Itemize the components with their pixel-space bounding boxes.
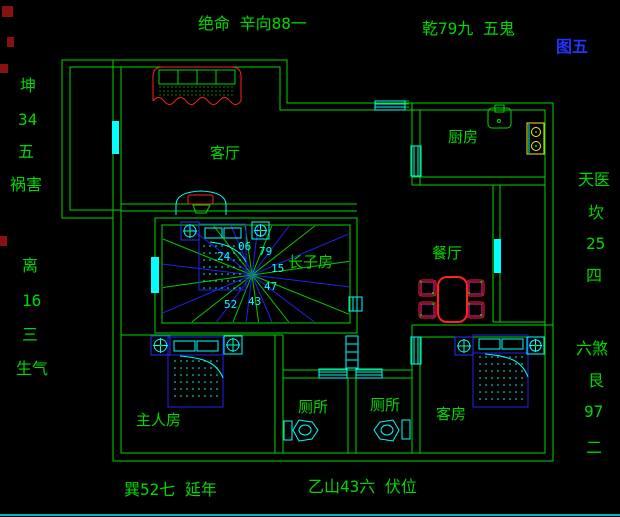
bed-eldest-dots xyxy=(203,245,241,289)
annotation-left-five: 五 xyxy=(18,142,35,161)
ceiling-fan-icon xyxy=(223,335,243,355)
inner-wall xyxy=(69,66,546,454)
outer-wall xyxy=(61,59,554,462)
compass-number: 06 xyxy=(238,240,252,253)
annotation-right-kan: 坎 xyxy=(588,203,605,222)
window-hall-top xyxy=(374,100,406,111)
ceiling-fan-icon xyxy=(150,335,171,356)
annotation-left-34: 34 xyxy=(18,110,38,129)
window-living-west xyxy=(112,121,119,154)
window-guest-west xyxy=(410,336,422,365)
kitchen-bottom-wall xyxy=(412,176,545,186)
edge-artifacts xyxy=(0,6,14,246)
compass-number: 52 xyxy=(224,298,238,311)
annotation-right-two: 二 xyxy=(586,438,603,457)
annotation-left-li: 离 xyxy=(22,256,39,275)
annotation-right-liusha: 六煞 xyxy=(576,339,609,358)
compass-number: 24 xyxy=(217,250,231,263)
annotation-left-huohai: 祸害 xyxy=(10,175,43,194)
window-stair-room-west xyxy=(151,257,159,293)
kitchen-left-wall xyxy=(411,103,421,185)
ceiling-fan-icon xyxy=(180,221,200,241)
ceiling-fan-icon xyxy=(526,336,545,355)
window-kitchen-west xyxy=(410,145,422,177)
bed-master xyxy=(167,336,224,408)
dining-table-set xyxy=(418,276,485,323)
toilet-icon xyxy=(283,419,319,442)
annotation-left-kun: 坤 xyxy=(20,76,37,95)
compass-number: 43 xyxy=(248,295,262,308)
annotation-right-four: 四 xyxy=(586,266,603,285)
annotation-left-shengqi: 生气 xyxy=(16,359,49,378)
room-label-eldest-son: 长子房 xyxy=(288,253,334,271)
ceiling-fan-icon xyxy=(251,221,270,240)
annotation-bottom-right: 乙山43六 伏位 xyxy=(308,477,417,496)
annotation-top-right: 乾79九 五鬼 xyxy=(422,19,515,38)
room-label-guest: 客房 xyxy=(436,405,467,423)
annotation-right-gen: 艮 xyxy=(588,371,605,390)
window-stair-room-southeast xyxy=(348,296,363,312)
annotation-bottom-left: 巽52七 延年 xyxy=(124,480,217,499)
living-bottom-wall xyxy=(121,203,357,212)
annotation-top-left: 绝命 辛向88一 xyxy=(198,14,307,33)
sofa-icon xyxy=(152,66,242,105)
figure-number: 图五 xyxy=(556,37,589,56)
walls xyxy=(61,59,554,462)
room-label-living: 客厅 xyxy=(210,144,241,162)
annotation-right-tianyi: 天医 xyxy=(578,170,611,189)
kitchen-sink-icon xyxy=(487,104,512,129)
bed-eldest-son xyxy=(198,223,247,291)
annotation-right-25: 25 xyxy=(586,234,606,253)
guest-top-wall xyxy=(412,324,553,338)
room-label-kitchen: 厨房 xyxy=(448,128,479,146)
bed-guest xyxy=(472,334,529,408)
bottom-border-line xyxy=(0,514,620,516)
stair-room-inner xyxy=(161,224,351,324)
window-toilet-left-top xyxy=(318,368,348,379)
room-label-toilet-left: 厕所 xyxy=(298,398,329,416)
compass-number: 15 xyxy=(271,262,285,275)
dining-table xyxy=(437,276,468,323)
window-dining-east xyxy=(494,239,501,273)
room-label-dining: 餐厅 xyxy=(432,244,463,262)
toilet-divider-wall xyxy=(347,378,357,453)
dining-chair xyxy=(466,301,485,319)
window-toilet-right-top xyxy=(355,368,383,379)
ceiling-fan-icon xyxy=(454,336,474,356)
dining-chair xyxy=(466,279,485,297)
windows xyxy=(112,100,501,379)
guest-left-wall xyxy=(411,325,421,453)
bed-master-dots xyxy=(174,360,218,397)
master-right-wall xyxy=(274,335,284,453)
tv-cabinet-icon xyxy=(175,190,227,215)
room-label-master: 主人房 xyxy=(136,411,182,429)
dining-chair xyxy=(418,279,437,297)
stove-burners-icon xyxy=(526,122,545,155)
room-label-toilet-right: 厕所 xyxy=(370,396,401,414)
annotation-right-97: 97 xyxy=(584,402,604,421)
duct-shaft xyxy=(345,335,359,369)
compass-number: 79 xyxy=(259,245,273,258)
annotation-left-three: 三 xyxy=(22,325,39,344)
bed-guest-dots xyxy=(479,356,523,400)
sofa-seat-dots xyxy=(159,86,233,96)
compass-number: 47 xyxy=(264,280,278,293)
toilet-icon xyxy=(373,419,411,442)
dining-chair xyxy=(418,301,437,319)
annotation-left-16: 16 xyxy=(22,291,42,310)
